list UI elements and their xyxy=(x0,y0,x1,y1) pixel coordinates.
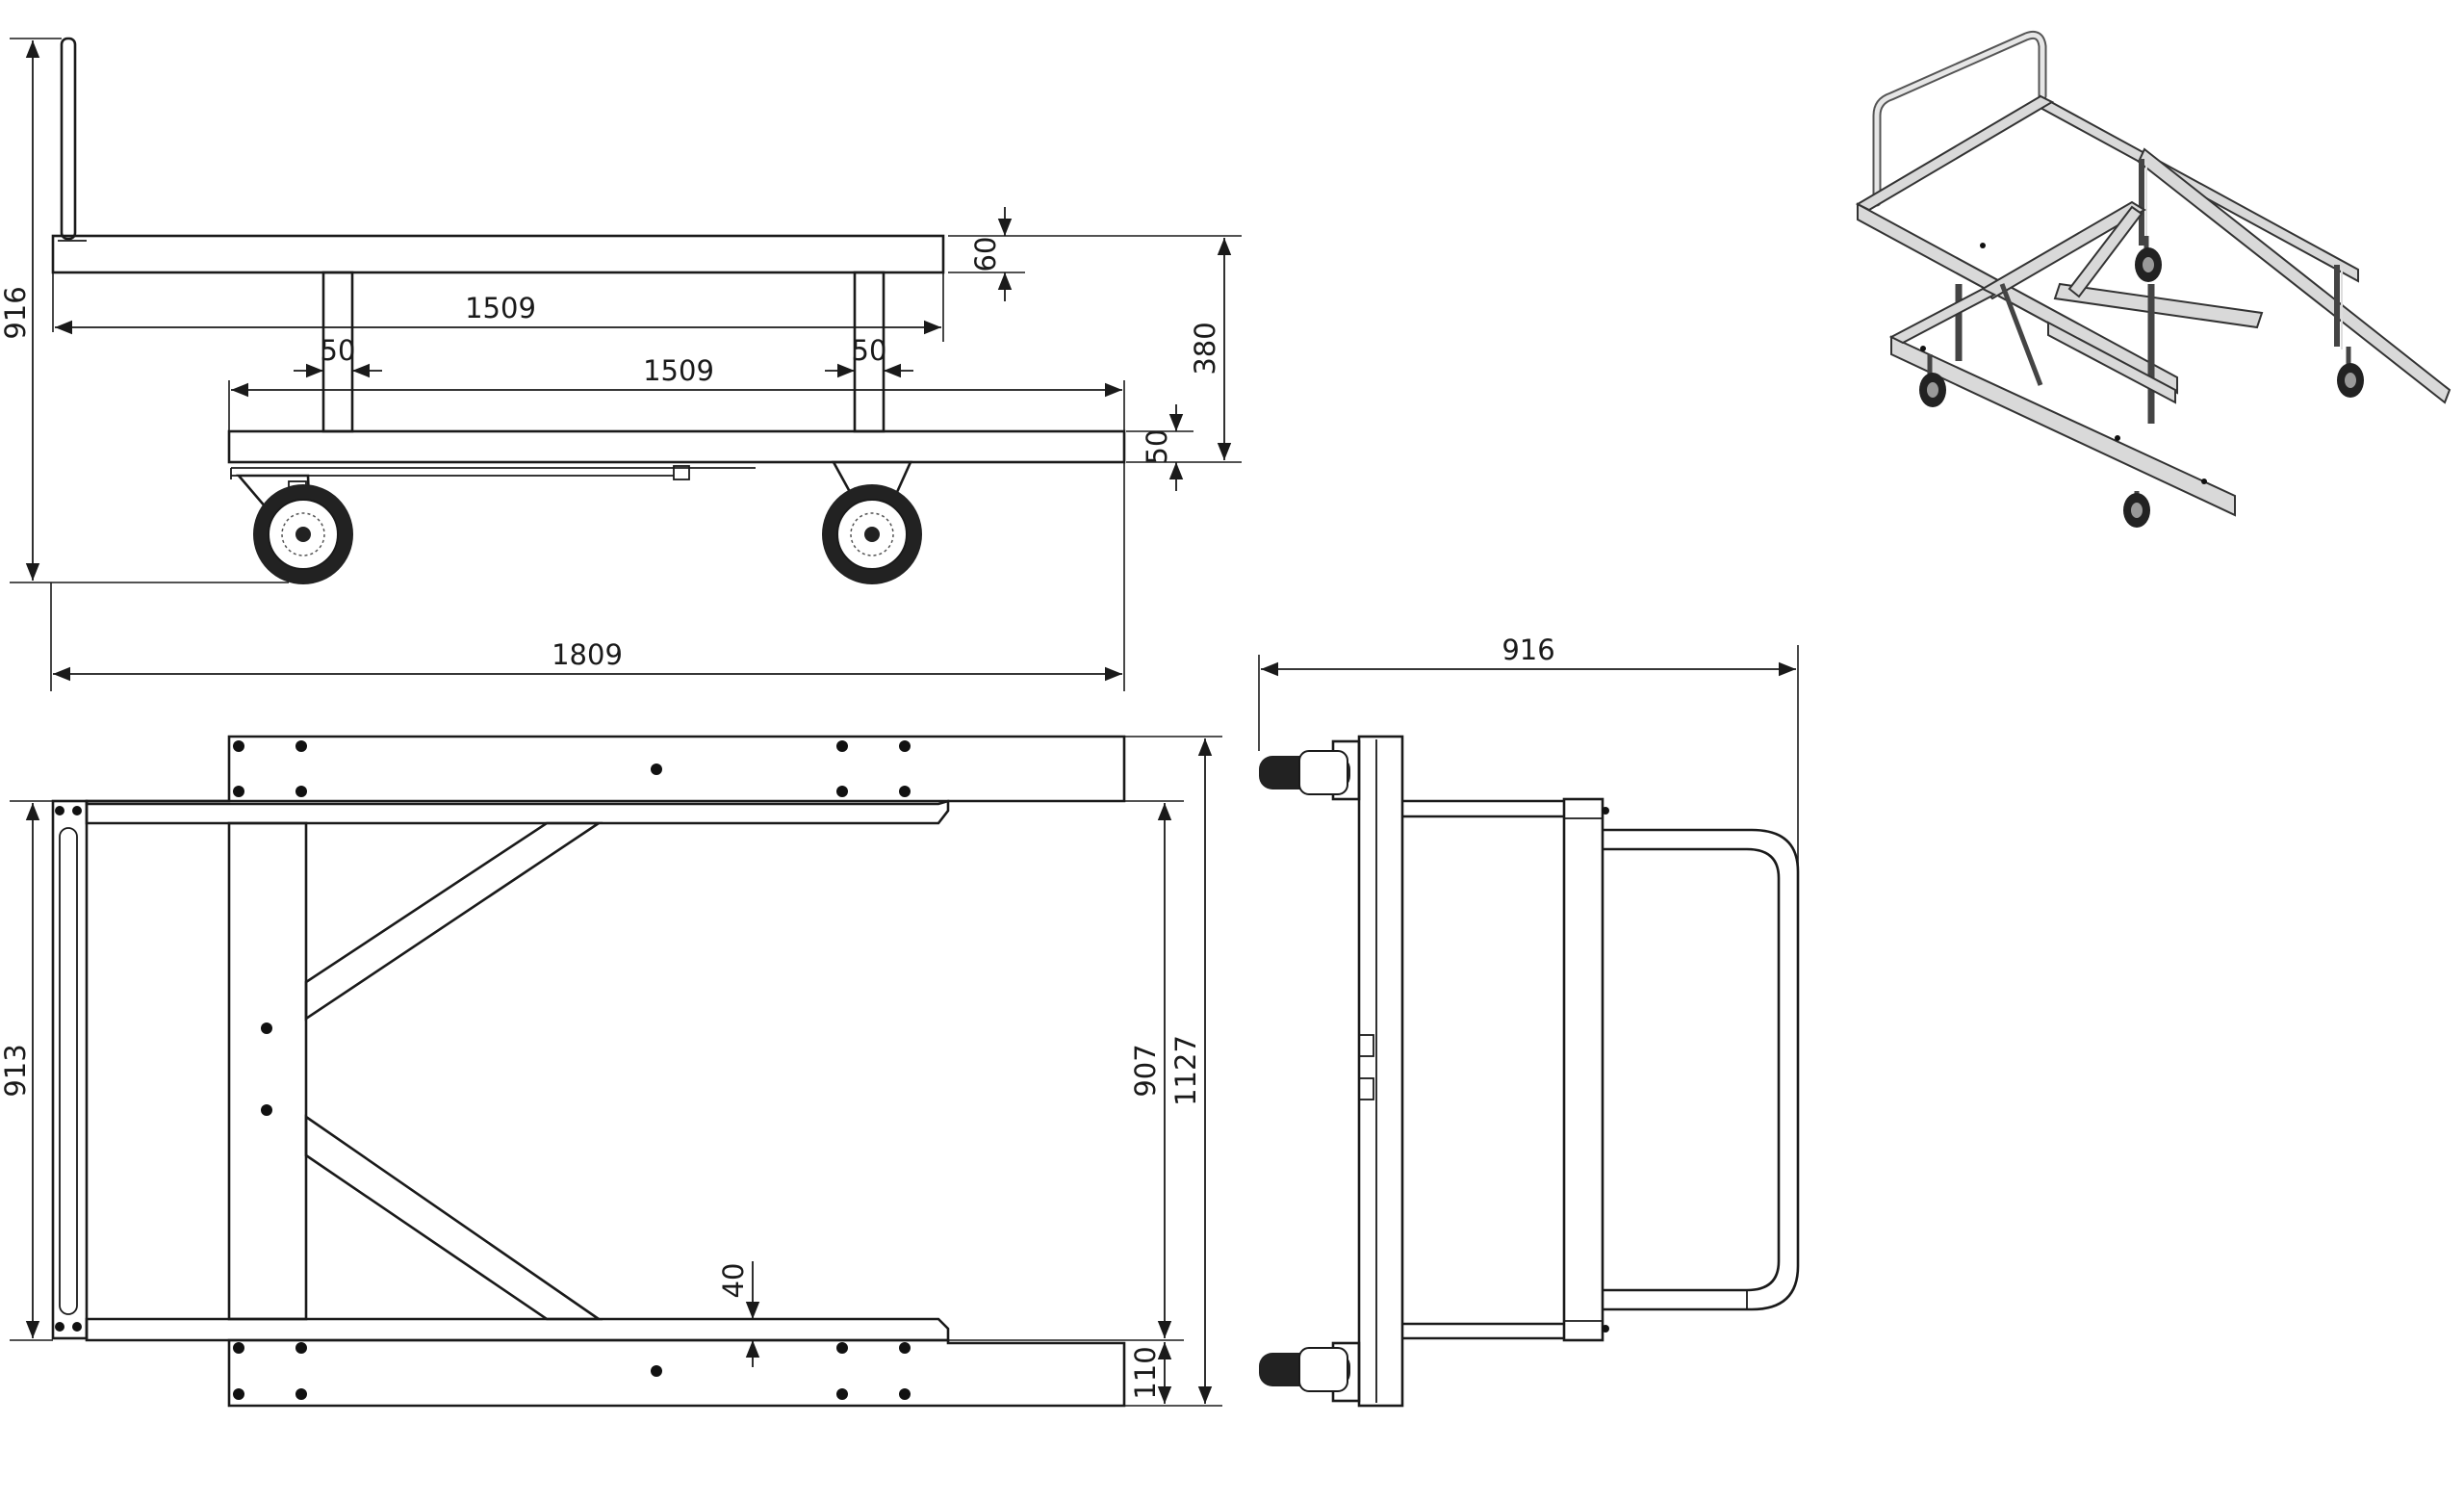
dim-1509-lower: 1509 xyxy=(643,354,714,387)
top-view: 913 907 1127 40 110 xyxy=(0,735,1222,1408)
isometric-view xyxy=(1855,30,2451,528)
dim-50-left-post: 50 xyxy=(321,334,356,367)
end-upper-caster xyxy=(1259,739,1361,801)
dim-110: 110 xyxy=(1129,1346,1162,1399)
side-upper-deck xyxy=(51,234,945,274)
end-upright xyxy=(1562,797,1604,1342)
dim-916-end: 916 xyxy=(1502,634,1554,666)
iso-caster-4 xyxy=(2337,347,2364,398)
iso-caster-3 xyxy=(2135,236,2162,282)
top-handle-bar xyxy=(51,799,89,1340)
dim-50-right-post: 50 xyxy=(852,334,887,367)
dim-907: 907 xyxy=(1129,1044,1162,1097)
top-upper-brace xyxy=(304,821,603,1022)
dim-60: 60 xyxy=(969,237,1002,272)
dim-1127: 1127 xyxy=(1169,1035,1202,1106)
end-deck-plate xyxy=(1357,735,1404,1408)
iso-caster-1 xyxy=(1919,354,1946,407)
dim-913: 913 xyxy=(0,1044,32,1097)
top-lower-brace xyxy=(304,1114,603,1321)
side-left-caster xyxy=(236,474,353,584)
top-cross-member xyxy=(227,821,308,1321)
end-lower-caster xyxy=(1259,1341,1361,1403)
dim-380: 380 xyxy=(1189,322,1221,375)
side-view: 916 60 1509 50 50 1509 380 50 xyxy=(0,37,1242,691)
side-handle-post xyxy=(60,37,77,241)
dim-916-side: 916 xyxy=(0,286,32,339)
side-lower-deck xyxy=(227,429,1126,464)
end-view: 916 xyxy=(1258,634,1800,1408)
iso-caster-2 xyxy=(2123,491,2150,528)
dim-50-lower-deck: 50 xyxy=(1141,429,1173,465)
dim-40: 40 xyxy=(717,1263,750,1299)
dim-1809: 1809 xyxy=(552,638,623,671)
side-right-caster xyxy=(822,460,922,584)
dim-1509-upper: 1509 xyxy=(465,292,536,324)
end-handle-loop xyxy=(1603,828,1800,1311)
